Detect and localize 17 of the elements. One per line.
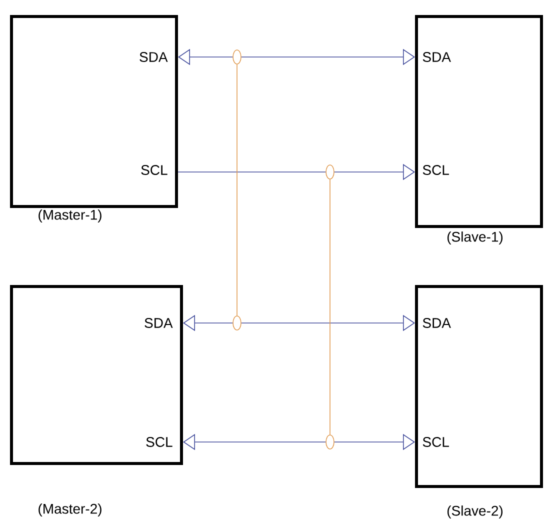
pin-label: SCL — [146, 437, 172, 447]
junction-dot — [232, 50, 242, 64]
pin-label: SCL — [422, 165, 449, 175]
pin-label: SDA — [422, 318, 451, 328]
junction-dot — [326, 164, 334, 180]
pin-label: SDA — [144, 318, 173, 328]
pin-label: SDA — [422, 52, 451, 62]
wire — [236, 64, 238, 316]
pin-label: SCL — [422, 437, 449, 447]
device-caption: (Master-1) — [38, 209, 102, 223]
device-caption: (Slave-1) — [447, 231, 503, 245]
junction-dot — [232, 316, 242, 330]
device-caption: (Master-2) — [38, 503, 102, 517]
device-caption: (Slave-2) — [447, 505, 503, 519]
pin-label: SCL — [141, 165, 168, 175]
pin-label: SDA — [140, 52, 168, 62]
junction-dot — [326, 434, 334, 450]
